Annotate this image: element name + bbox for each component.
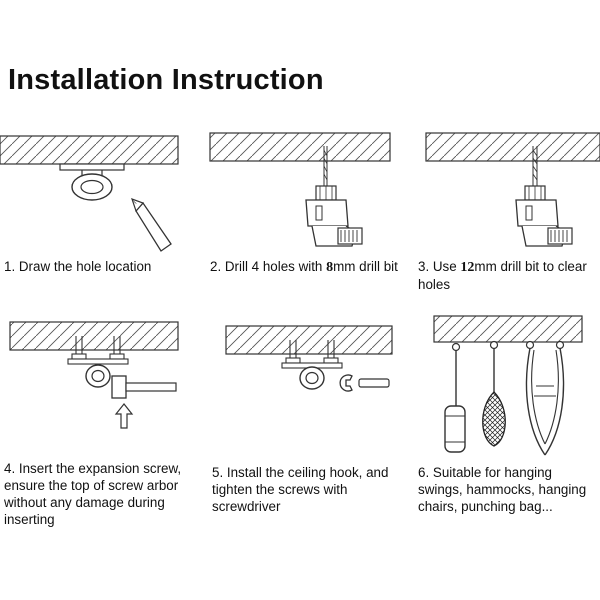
drill-bit — [323, 146, 328, 188]
step-1-caption: 1. Draw the hole location — [4, 259, 152, 274]
ceiling-slab — [225, 325, 393, 355]
step-6-illustration — [433, 315, 583, 456]
step-2-caption: 2. Drill 4 holes with 8mm drill bit — [210, 258, 402, 276]
step-2-caption-pre: 2. Drill 4 holes with — [210, 259, 327, 274]
ceiling-slab — [209, 132, 391, 162]
page-title: Installation Instruction — [8, 64, 324, 96]
mount-plate — [59, 163, 125, 171]
ceiling-slab — [425, 132, 600, 162]
wrench-icon — [339, 374, 390, 392]
swing-icon — [525, 340, 565, 456]
ceiling-slab — [0, 135, 179, 165]
ceiling-slab — [433, 315, 583, 343]
step-4-caption: 4. Insert the expansion screw, ensure th… — [4, 461, 182, 527]
step-3-caption-post: mm drill bit to clear holes — [418, 259, 587, 292]
hanging-chair-icon — [482, 340, 506, 447]
step-5-caption: 5. Install the ceiling hook, and tighten… — [212, 465, 389, 514]
ceiling-slab — [9, 321, 179, 351]
step-3-caption-pre: 3. Use — [418, 259, 461, 274]
drill-icon — [515, 185, 573, 247]
step-3-caption: 3. Use 12mm drill bit to clear holes — [418, 258, 600, 293]
mount-plate — [67, 358, 129, 365]
step-6-caption: 6. Suitable for hanging swings, hammocks… — [418, 465, 587, 514]
arrow-up-icon — [114, 403, 134, 429]
step-2-caption-post: mm drill bit — [333, 259, 398, 274]
step-5-illustration — [225, 325, 393, 392]
punching-bag-icon — [444, 342, 466, 453]
step-4-illustration — [9, 321, 179, 429]
pencil-icon — [131, 198, 172, 252]
hammer-icon — [111, 375, 177, 399]
step-2-caption-bold: 8 — [326, 260, 334, 275]
step-1-illustration — [0, 135, 179, 252]
drill-bit — [532, 146, 538, 188]
step-3-illustration — [425, 132, 600, 247]
drill-icon — [305, 185, 363, 247]
step-3-caption-bold: 12 — [460, 260, 475, 275]
step-2-illustration — [209, 132, 391, 247]
